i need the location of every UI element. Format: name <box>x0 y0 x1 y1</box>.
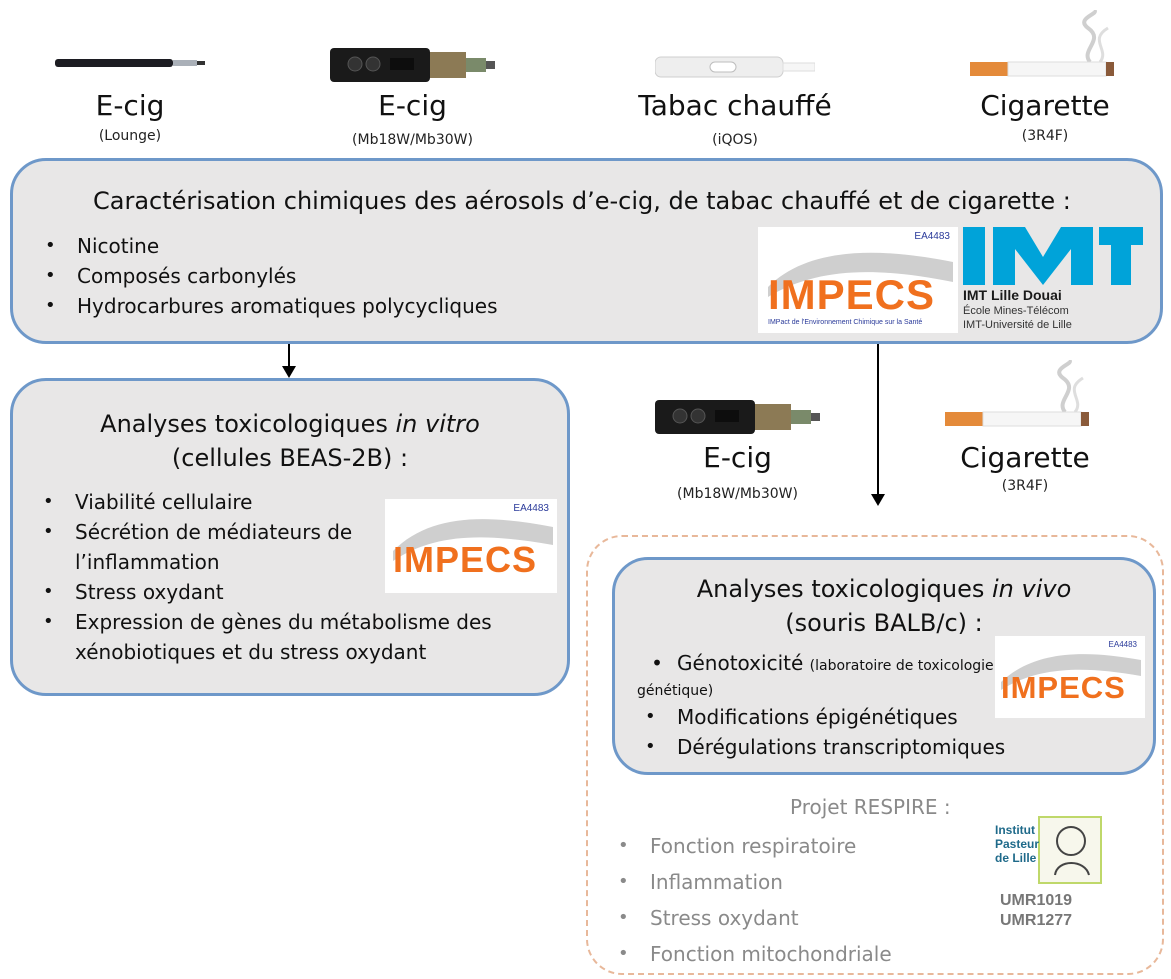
vivo-item-1-note: (laboratoire de toxicologie génétique) <box>637 658 994 699</box>
device-3-detail: (iQOS) <box>712 132 758 148</box>
device-1-name: E-cig <box>95 89 165 122</box>
impecs-code: EA4483 <box>914 231 950 242</box>
mid-device-1-name: E-cig <box>703 441 772 474</box>
ecig-pen-icon <box>55 59 205 67</box>
chem-box-list: Nicotine Composés carbonylés Hydrocarbur… <box>37 231 717 321</box>
pasteur-name-line1: Institut <box>995 823 1035 837</box>
impecs-wordmark: IMPECS <box>1001 670 1126 705</box>
in-vitro-box: Analyses toxicologiques in vitro (cellul… <box>10 378 570 696</box>
vivo-title-a: Analyses toxicologiques <box>696 575 993 603</box>
mid-device-cigarette-image <box>945 358 1105 428</box>
vivo-item-1-label: Génotoxicité <box>677 651 804 675</box>
impecs-wordmark: IMPECS <box>393 539 538 580</box>
respire-dashed-frame <box>586 535 1164 975</box>
arrow-to-vitro <box>288 344 290 368</box>
mid-device-1-detail: (Mb18W/Mb30W) <box>677 486 798 502</box>
list-item: Nicotine <box>37 231 717 261</box>
pasteur-name-line2: Pasteur <box>995 837 1040 851</box>
device-2-name: E-cig <box>378 89 447 122</box>
list-item: Viabilité cellulaire <box>35 487 555 517</box>
list-item: Modifications épigénétiques <box>637 702 1137 732</box>
arrow-to-vivo <box>877 344 879 496</box>
chemical-characterization-box: Caractérisation chimiques des aérosols d… <box>10 158 1163 344</box>
imt-mark-icon <box>963 227 1143 285</box>
cigarette-icon <box>945 358 1089 427</box>
ecig-mod-icon <box>330 48 495 82</box>
device-4-name: Cigarette <box>980 89 1110 122</box>
impecs-tagline: IMPact de l'Environnement Chimique sur l… <box>768 319 923 326</box>
impecs-swoosh-icon <box>768 252 953 297</box>
imt-name: IMT Lille Douai <box>963 287 1062 303</box>
device-iqos-image <box>654 55 816 79</box>
list-item: Fonction mitochondriale <box>610 936 970 972</box>
in-vivo-box: Analyses toxicologiques in vivo (souris … <box>612 557 1156 775</box>
vivo-subtitle: (souris BALB/c) : <box>785 609 983 637</box>
device-mod-image <box>330 48 495 82</box>
imt-line2: École Mines-Télécom <box>963 305 1069 317</box>
device-cigarette-image <box>970 8 1130 78</box>
imt-logo: IMT Lille Douai École Mines-Télécom IMT-… <box>963 227 1158 337</box>
device-lounge-image <box>55 55 205 69</box>
device-1-detail: (Lounge) <box>98 128 162 144</box>
list-item: Inflammation <box>610 864 970 900</box>
impecs-swoosh-icon <box>1001 654 1141 690</box>
cigarette-icon <box>970 8 1114 77</box>
vivo-list: Modifications épigénétiques Dérégulation… <box>637 702 1137 762</box>
impecs-logo: EA4483 IMPECS IMPact de l'Environnement … <box>758 227 958 333</box>
vitro-subtitle: (cellules BEAS-2B) : <box>171 444 409 472</box>
mid-device-2-name: Cigarette <box>960 441 1090 474</box>
device-4-detail: (3R4F) <box>1021 128 1069 144</box>
institut-pasteur-logo: Institut Pasteur de Lille <box>995 815 1105 885</box>
mid-device-2-detail: (3R4F) <box>1001 478 1049 494</box>
vitro-title-em: in vitro <box>395 410 480 438</box>
impecs-swoosh-icon <box>393 519 553 561</box>
impecs-wordmark: IMPECS <box>768 271 936 318</box>
vitro-title-a: Analyses toxicologiques <box>100 410 396 438</box>
chem-box-title: Caractérisation chimiques des aérosols d… <box>93 187 1071 215</box>
device-2-detail: (Mb18W/Mb30W) <box>352 132 473 148</box>
list-item: Stress oxydant <box>35 577 555 607</box>
list-item: Fonction respiratoire <box>610 828 970 864</box>
respire-list: Fonction respiratoire Inflammation Stres… <box>610 828 970 972</box>
list-item: Hydrocarbures aromatiques polycycliques <box>37 291 717 321</box>
ecig-mod-icon <box>655 400 820 434</box>
list-item: Composés carbonylés <box>37 261 717 291</box>
vivo-title: Analyses toxicologiques in vivo <box>615 574 1153 604</box>
respire-title: Projet RESPIRE : <box>790 795 951 819</box>
list-item: Stress oxydant <box>610 900 970 936</box>
device-3-name: Tabac chauffé <box>638 89 832 122</box>
impecs-code: EA4483 <box>1108 640 1137 649</box>
pasteur-portrait-icon <box>1038 816 1102 884</box>
list-item: Sécrétion de médiateurs de l’inflammatio… <box>35 517 380 577</box>
impecs-code: EA4483 <box>513 503 549 514</box>
iqos-icon <box>654 56 816 78</box>
arrow-to-vivo-head <box>871 494 885 506</box>
list-item: Expression de gènes du métabolisme des x… <box>35 607 555 667</box>
vivo-title-em: in vivo <box>992 575 1072 603</box>
vivo-item-1: •Génotoxicité (laboratoire de toxicologi… <box>637 651 994 699</box>
mid-device-mod-image <box>655 400 820 434</box>
list-item: Dérégulations transcriptomiques <box>637 732 1137 762</box>
impecs-logo: EA4483 IMPECS <box>385 499 557 593</box>
umr-label-1: UMR1019 <box>1000 892 1073 909</box>
umr-label-2: UMR1277 <box>1000 912 1073 929</box>
arrow-to-vitro-head <box>282 366 296 378</box>
vitro-title: Analyses toxicologiques in vitro <box>13 409 567 439</box>
imt-line3: IMT-Université de Lille <box>963 319 1072 331</box>
impecs-logo: EA4483 IMPECS <box>995 636 1145 718</box>
pasteur-name-line3: de Lille <box>995 851 1037 865</box>
vitro-list: Viabilité cellulaire Sécrétion de médiat… <box>35 487 555 667</box>
